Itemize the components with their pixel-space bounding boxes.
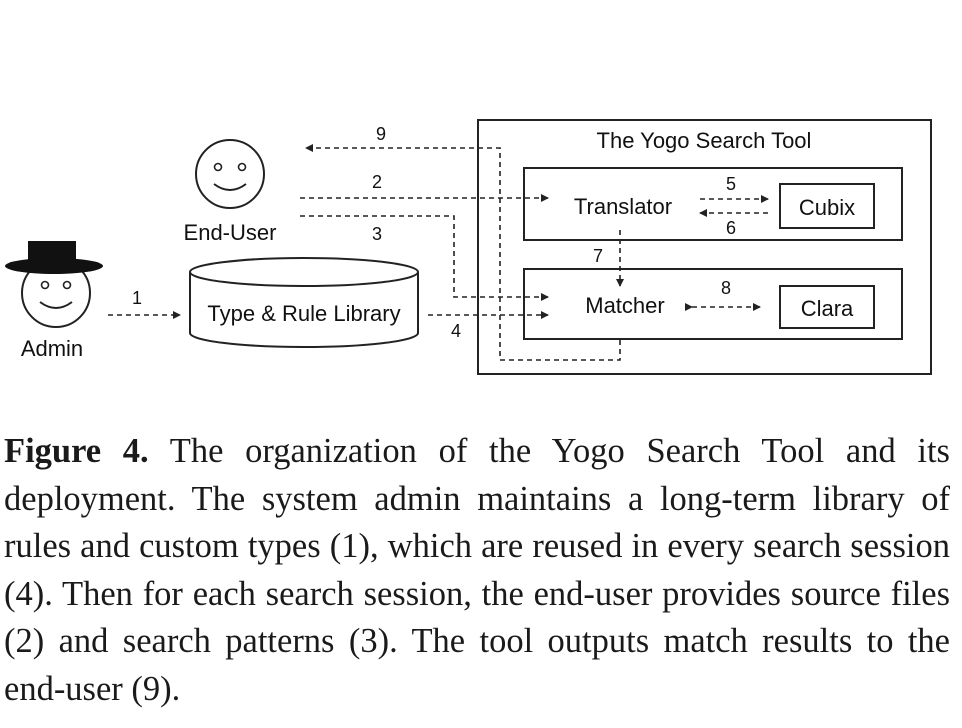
library-cylinder	[189, 257, 419, 348]
step-5-label: 5	[726, 174, 736, 194]
step-7-label: 7	[593, 246, 603, 266]
admin-label: Admin	[21, 336, 83, 361]
arrow-9	[305, 144, 621, 361]
translator-label: Translator	[574, 194, 672, 219]
clara-label: Clara	[801, 296, 854, 321]
end-user-icon	[195, 139, 265, 209]
figure-caption: Figure 4. The organization of the Yogo S…	[4, 428, 950, 713]
step-3-label: 3	[372, 224, 382, 244]
matcher-label: Matcher	[585, 293, 664, 318]
step-2-label: 2	[372, 172, 382, 192]
matcher-row-box	[523, 268, 903, 340]
clara-box	[779, 285, 875, 329]
step-4-label: 4	[451, 321, 461, 341]
architecture-diagram: The Yogo Search Tool Translator Cubix Ma…	[5, 119, 932, 375]
library-label: Type & Rule Library	[207, 301, 400, 326]
translator-row-box	[523, 167, 903, 241]
cubix-box	[779, 183, 875, 229]
tool-title: The Yogo Search Tool	[597, 128, 812, 153]
cubix-label: Cubix	[799, 195, 855, 220]
end-user-label: End-User	[184, 220, 277, 245]
caption-label: Figure 4.	[4, 432, 149, 470]
admin-icon	[5, 241, 103, 328]
arrow-3	[300, 215, 549, 301]
caption-text: The organization of the Yogo Search Tool…	[4, 432, 950, 708]
step-1-label: 1	[132, 288, 142, 308]
step-8-label: 8	[721, 278, 731, 298]
yogo-tool-box	[477, 119, 932, 375]
step-6-label: 6	[726, 218, 736, 238]
step-9-label: 9	[376, 124, 386, 144]
